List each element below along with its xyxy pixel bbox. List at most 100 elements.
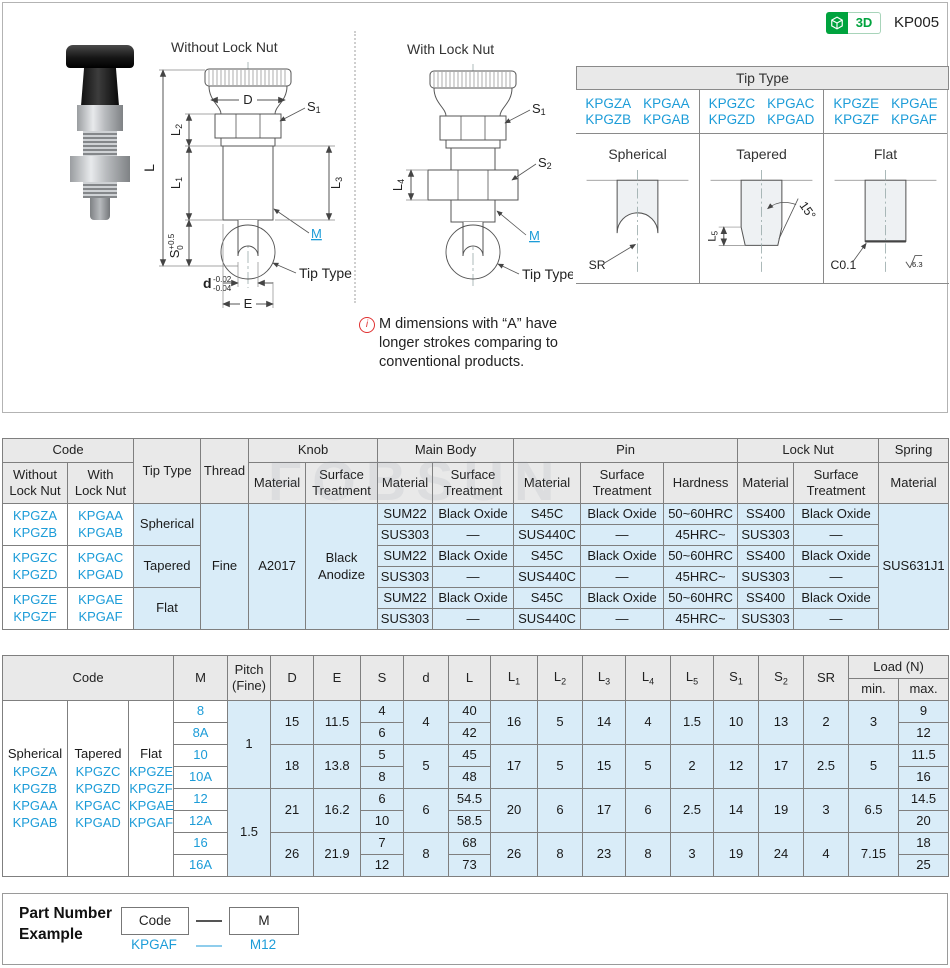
photo-thread	[83, 131, 117, 157]
dim-L5: L	[707, 235, 719, 241]
dim-cell: 12	[360, 854, 405, 877]
col-header: SR	[803, 655, 850, 701]
code-link[interactable]: KPGZF	[129, 780, 173, 796]
photo-knob-cap	[66, 45, 134, 68]
dim-L3: L	[328, 182, 343, 189]
code-cell[interactable]: KPGAA KPGAB	[66, 503, 135, 546]
col-header: L4	[625, 655, 672, 701]
code-link[interactable]: KPGAE	[891, 96, 938, 111]
dim-cell: 6	[625, 788, 672, 833]
tip-label: Spherical	[608, 146, 667, 162]
dim-cell: 54.5	[448, 788, 492, 811]
code-link[interactable]: KPGAC	[767, 96, 815, 111]
pn-example-m[interactable]: M12	[249, 937, 277, 952]
svg-text:-0.04: -0.04	[213, 284, 232, 293]
code-link[interactable]: KPGZE	[833, 96, 880, 111]
table-row: min. max.	[3, 678, 950, 701]
col-header: Surface Treatment	[305, 462, 379, 504]
code-link[interactable]: KPGAF	[891, 112, 937, 127]
m-size-cell[interactable]: 16A	[173, 854, 229, 877]
m-size-cell[interactable]: 16	[173, 832, 229, 855]
dim-cell: 8	[537, 832, 584, 877]
code-link[interactable]: KPGZC	[75, 763, 121, 779]
photo-hex-top	[77, 105, 123, 131]
code-cell[interactable]: KPGAE KPGAF	[66, 587, 135, 630]
table-row: 10 18 13.8 5 5 45 17 5 15 5 2 12 17 2.5 …	[3, 744, 950, 789]
code-link[interactable]: KPGAA	[643, 96, 690, 111]
dim-L1: L	[168, 182, 183, 189]
pn-example-code[interactable]: KPGAF	[131, 937, 177, 952]
dim-cell: 5	[625, 744, 672, 789]
svg-text:S+0.50: S+0.50	[167, 233, 185, 258]
dim-cell: 40	[448, 700, 492, 723]
spec-cell: —	[432, 566, 515, 588]
code-link[interactable]: KPGZE	[129, 763, 174, 779]
code-link[interactable]: KPGAB	[643, 112, 690, 127]
dim-cell: 5	[360, 744, 405, 767]
code-link[interactable]: KPGAD	[75, 814, 121, 830]
dim-cell: 11.5	[313, 700, 362, 745]
pitch-cell: 1	[227, 700, 272, 789]
m-size-cell[interactable]: 12A	[173, 810, 229, 833]
col-header: M	[173, 655, 229, 701]
dim-cell: 4	[360, 700, 405, 723]
code-link[interactable]: KPGAE	[129, 797, 174, 813]
code-link[interactable]: KPGAA	[12, 797, 58, 813]
code-link[interactable]: KPGAF	[129, 814, 174, 830]
spec-cell: Black Oxide	[793, 587, 880, 609]
code-link[interactable]: KPGAC	[75, 797, 121, 813]
dim-cell: 20	[898, 810, 950, 833]
m-size-cell[interactable]: 8A	[173, 722, 229, 745]
spec-cell: SUM22	[377, 503, 434, 525]
code-link[interactable]: KPGAB	[12, 814, 58, 830]
svg-text:L5: L5	[707, 230, 720, 241]
code-cell[interactable]: KPGZC KPGZD	[2, 545, 68, 588]
table-row: KPGZA KPGZB KPGAA KPGAB Spherical Fine A…	[2, 503, 950, 630]
table-row: 12A 10 58.5 20	[3, 810, 950, 833]
spec-cell: 50~60HRC	[663, 503, 739, 525]
col-header: d	[403, 655, 450, 701]
3d-badge[interactable]: 3D	[826, 12, 881, 34]
spec-cell: 45HRC~	[663, 524, 739, 546]
code-link[interactable]: KPGAD	[767, 112, 815, 127]
spec-cell: S45C	[513, 587, 582, 609]
m-size-cell[interactable]: 12	[173, 788, 229, 811]
tip-type-header: Tip Type	[576, 66, 949, 90]
dim-cell: 19	[713, 832, 760, 877]
col-header: Code	[1, 438, 135, 463]
code-cell[interactable]: KPGAC KPGAD	[66, 545, 135, 588]
col-header: S1	[713, 655, 760, 701]
tip-type-panel: Tip Type KPGZA KPGAA KPGZB KPGAB Spherical…	[576, 66, 949, 284]
dim-cell: 12	[898, 722, 950, 745]
col-header: With Lock Nut	[66, 462, 135, 504]
dim-cell: 42	[448, 722, 492, 745]
dim-S1: S	[532, 101, 541, 116]
m-size-cell[interactable]: 10A	[173, 766, 229, 789]
col-header: Surface Treatment	[580, 462, 665, 504]
code-link[interactable]: KPGZB	[585, 112, 632, 127]
code-cell[interactable]: KPGZA KPGZB	[2, 503, 68, 546]
svg-text:L1: L1	[168, 177, 184, 189]
dim-L: L	[143, 164, 157, 172]
spec-cell: —	[432, 608, 515, 630]
dim-cell: 48	[448, 766, 492, 789]
m-size-cell[interactable]: 10	[173, 744, 229, 767]
code-cell[interactable]: KPGZE KPGZF	[2, 587, 68, 630]
dim-cell: 3	[670, 832, 715, 877]
code-link[interactable]: KPGZD	[708, 112, 756, 127]
code-link[interactable]: KPGZF	[834, 112, 880, 127]
dim-cell: 68	[448, 832, 492, 855]
code-link[interactable]: KPGZA	[585, 96, 632, 111]
m-size-cell[interactable]: 8	[173, 700, 229, 723]
code-link[interactable]: KPGZD	[75, 780, 121, 796]
spec-cell: SUS440C	[513, 524, 582, 546]
with-lock-nut-drawing: S1 S2 L4 M Tip Type	[390, 64, 573, 286]
code-link[interactable]: KPGZC	[708, 96, 756, 111]
code-link[interactable]: KPGZB	[12, 780, 58, 796]
code-link[interactable]: KPGZA	[12, 763, 58, 779]
table-row: Code Tip Type Thread Knob Main Body Pin …	[1, 438, 950, 504]
